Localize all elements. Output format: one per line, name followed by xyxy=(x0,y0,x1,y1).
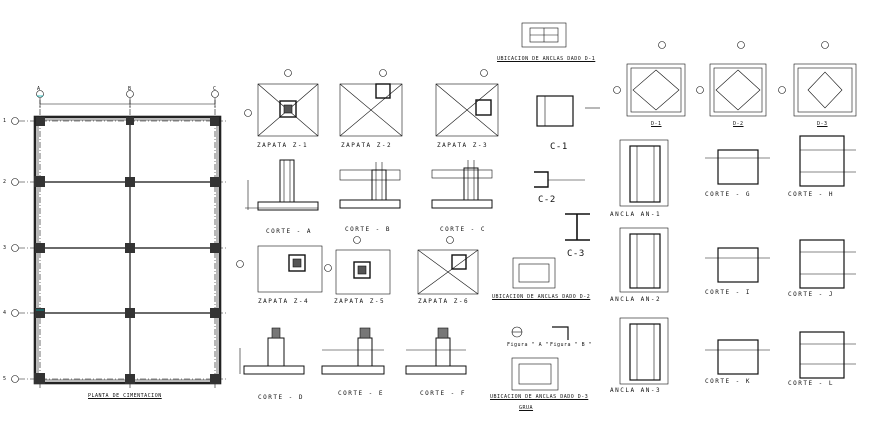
axis-bubble-c xyxy=(211,90,219,98)
figure-b-detail xyxy=(552,326,569,340)
corte-h-title: CORTE - H xyxy=(788,191,835,198)
corte-l-title: CORTE - L xyxy=(788,380,835,387)
axis-bubble-b xyxy=(126,90,134,98)
c1-section xyxy=(534,171,585,188)
corte-b-title: CORTE - B xyxy=(345,226,392,233)
axis-bubble-1 xyxy=(11,117,19,125)
axis-label-1: 1 xyxy=(3,118,7,124)
ancla-an2-detail xyxy=(619,227,669,293)
zapata-z5-plan xyxy=(324,236,391,295)
corte-a-section xyxy=(245,159,319,211)
zapata-z4-title: ZAPATA Z-4 xyxy=(258,298,310,305)
corte-l-section xyxy=(799,331,856,379)
corte-k-title: CORTE - K xyxy=(705,378,752,385)
zapata-z6-title: ZAPATA Z-6 xyxy=(418,298,470,305)
corte-f-title: CORTE - F xyxy=(420,390,467,397)
section-c1-title: C-1 xyxy=(550,142,568,152)
corte-j-section xyxy=(799,239,856,289)
zapata-z6-plan xyxy=(417,236,479,295)
ancla-an3-detail xyxy=(619,317,669,385)
zapata-z1-plan xyxy=(244,69,319,137)
zapata-z5-title: ZAPATA Z-5 xyxy=(334,298,386,305)
axis-bubble-a xyxy=(36,90,44,98)
corte-i-title: CORTE - I xyxy=(705,289,752,296)
dado-d2-anchor-layout xyxy=(512,257,556,289)
ancla-an3-title: ANCLA AN-3 xyxy=(610,387,662,394)
dado-d3-plan xyxy=(778,41,857,117)
corte-h-section xyxy=(799,135,856,187)
ancla-an1-title: ANCLA AN-1 xyxy=(610,211,662,218)
grua-label: GRUA xyxy=(519,405,534,411)
dado-d1-anchor-title: UBICACION DE ANCLAS DADO D-1 xyxy=(497,56,596,62)
zapata-z1-title: ZAPATA Z-1 xyxy=(257,142,309,149)
corte-a-title: CORTE - A xyxy=(266,228,313,235)
axis-label-2: 2 xyxy=(3,179,7,185)
section-c3-title: C-3 xyxy=(567,249,585,259)
dado-d3-anchor-title: UBICACION DE ANCLAS DADO D-3 xyxy=(490,394,589,400)
figure-a-label: Figura " A " xyxy=(507,342,550,348)
corte-e-section xyxy=(321,327,385,375)
corte-f-section xyxy=(405,327,467,375)
axis-label-3: 3 xyxy=(3,245,7,251)
c-channel-plan xyxy=(536,95,600,127)
zapata-z3-title: ZAPATA Z-3 xyxy=(437,142,489,149)
figure-b-label: Figura " B " xyxy=(550,342,593,348)
corte-d-title: CORTE - D xyxy=(258,394,305,401)
corte-b-section xyxy=(339,162,401,209)
c2-section xyxy=(565,213,590,241)
dado-d2-anchor-title: UBICACION DE ANCLAS DADO D-2 xyxy=(492,294,591,300)
axis-label-5: 5 xyxy=(3,376,7,382)
corte-j-title: CORTE - J xyxy=(788,291,835,298)
dado-d1-plan xyxy=(613,41,686,117)
axis-label-b: B xyxy=(128,86,132,92)
dado-d1-title: D-1 xyxy=(651,121,662,127)
axis-label-4: 4 xyxy=(3,310,7,316)
corte-e-title: CORTE - E xyxy=(338,390,385,397)
corte-i-section xyxy=(705,247,770,283)
dado-d3-anchor-layout xyxy=(511,357,559,391)
axis-bubble-3 xyxy=(11,244,19,252)
axis-label-c: C xyxy=(213,86,217,92)
corte-g-title: CORTE - G xyxy=(705,191,752,198)
corte-k-section xyxy=(705,339,770,375)
ancla-an1-detail xyxy=(619,139,669,207)
zapata-z4-plan xyxy=(236,245,323,293)
plan-title: PLANTA DE CIMENTACION xyxy=(88,393,162,399)
zapata-z2-plan xyxy=(339,69,403,137)
dado-d3-title: D-3 xyxy=(817,121,828,127)
axis-bubble-5 xyxy=(11,375,19,383)
dado-d2-plan xyxy=(696,41,767,117)
figure-a-detail xyxy=(511,326,523,338)
foundation-plan xyxy=(11,90,228,388)
axis-bubble-2 xyxy=(11,178,19,186)
dado-d1-anchor-layout xyxy=(521,22,567,48)
axis-bubble-4 xyxy=(11,309,19,317)
axis-label-a: A xyxy=(37,86,41,92)
corte-c-section xyxy=(431,160,493,209)
ancla-an2-title: ANCLA AN-2 xyxy=(610,296,662,303)
section-c2-title: C-2 xyxy=(538,195,556,205)
corte-d-section xyxy=(239,327,305,375)
corte-c-title: CORTE - C xyxy=(440,226,487,233)
zapata-z2-title: ZAPATA Z-2 xyxy=(341,142,393,149)
zapata-z3-plan xyxy=(435,69,499,137)
corte-g-section xyxy=(705,149,770,185)
dado-d2-title: D-2 xyxy=(733,121,744,127)
